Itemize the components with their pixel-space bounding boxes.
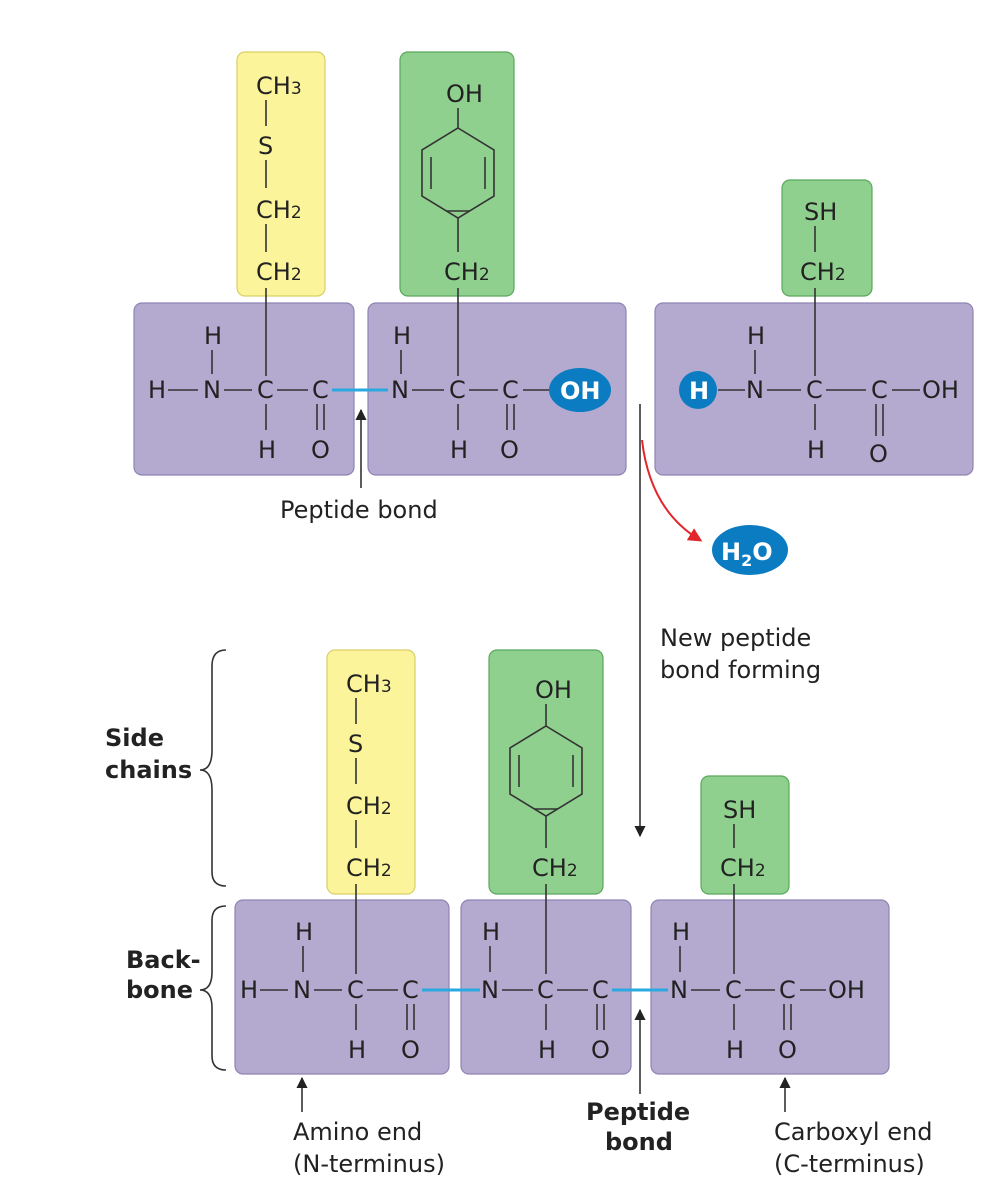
water-release-arrow <box>641 439 703 542</box>
bottom-cys-oh: OH <box>828 976 865 1004</box>
bottom-met-carbonyl-o: O <box>401 1036 420 1064</box>
top-met-ca-h: H <box>258 436 276 464</box>
carboxyl-end-label-line2: (C-terminus) <box>774 1150 925 1178</box>
bottom-methionine-side-chain-box <box>326 649 416 895</box>
bottom-peptide-bond-label-line2: bond <box>605 1128 673 1156</box>
bottom-backbone-cysteine <box>650 899 890 1075</box>
top-methionine-side-chain-box <box>236 51 326 297</box>
top-cys-ca-h: H <box>807 436 825 464</box>
top-peptide-bond-label: Peptide bond <box>280 496 438 524</box>
bottom-tyr-n: N <box>481 976 499 1004</box>
top-tyrosine-side-chain-box <box>399 51 515 297</box>
bottom-cys-ca: C <box>725 976 742 1004</box>
bottom-met-ca-h: H <box>348 1036 366 1064</box>
top-met-n: N <box>203 376 221 404</box>
bottom-met-ch2-a-subscript: 2 <box>381 799 392 819</box>
side-chains-label-line2: chains <box>105 756 192 784</box>
reaction: H2O New peptide bond forming <box>634 404 821 838</box>
water-highlight-text: H2O <box>721 538 773 570</box>
bottom-tyr-carbonyl-c: C <box>592 976 609 1004</box>
bottom-cys-sh: SH <box>723 796 756 824</box>
bottom-tyr-ch2-subscript: 2 <box>567 861 578 881</box>
new-peptide-bond-label-line1: New peptide <box>660 624 811 652</box>
bottom-cys-n-h: H <box>672 918 690 946</box>
top-cys-n: N <box>746 376 764 404</box>
bottom-met-n-h: H <box>295 918 313 946</box>
amino-end-label-line2: (N-terminus) <box>293 1150 445 1178</box>
water-h: H <box>721 538 741 566</box>
top-tyr-ca-h: H <box>450 436 468 464</box>
bottom-tyr-ca-h: H <box>538 1036 556 1064</box>
bottom-backbone-methionine <box>234 899 450 1075</box>
top-cysteine-side-chain-box <box>781 179 873 297</box>
top-tyr-carbonyl-c: C <box>502 376 519 404</box>
bottom-tyr-ca: C <box>537 976 554 1004</box>
top-tyr-n-h: H <box>393 322 411 350</box>
top-met-carbonyl-o: O <box>311 436 330 464</box>
bottom-cys-n: N <box>670 976 688 1004</box>
top-cys-oh: OH <box>922 376 959 404</box>
top-met-n-h: H <box>204 322 222 350</box>
top-oh-highlight-text: OH <box>560 377 601 405</box>
top-met-ch2-b-subscript: 2 <box>291 265 302 285</box>
top-backbone-cysteine <box>654 302 974 476</box>
bottom-cys-ca-h: H <box>726 1036 744 1064</box>
backbone-label-line2: bone <box>126 976 193 1004</box>
top-tyr-n: N <box>391 376 409 404</box>
top-tyr-ch2-subscript: 2 <box>479 265 490 285</box>
top-oh-highlight <box>549 368 611 412</box>
bottom-met-ca: C <box>347 976 364 1004</box>
water-subscript: 2 <box>741 551 752 570</box>
bottom-peptide-bond-label-line1: Peptide <box>586 1098 690 1126</box>
top-cys-ca: C <box>806 376 823 404</box>
bottom-met-ch3-subscript: 3 <box>381 677 392 697</box>
bottom-met-s: S <box>348 730 363 758</box>
backbone-label-line1: Back- <box>126 946 201 974</box>
top-met-ch3-subscript: 3 <box>291 79 302 99</box>
top-cys-n-h: H <box>747 322 765 350</box>
water-o: O <box>752 538 772 566</box>
bottom-cysteine-side-chain-box <box>700 775 790 895</box>
top-met-carbonyl-c: C <box>312 376 329 404</box>
top-tyr-carbonyl-o: O <box>500 436 519 464</box>
amino-end-label-line1: Amino end <box>293 1118 422 1146</box>
top-row: CH3 S CH2 CH2 OH CH2 SH CH2 H H N C H C <box>133 51 974 488</box>
top-met-s: S <box>258 132 273 160</box>
top-tyr-oh: OH <box>446 80 483 108</box>
top-cys-ch2-subscript: 2 <box>835 265 846 285</box>
bottom-cys-ch2-subscript: 2 <box>755 861 766 881</box>
bottom-cys-carbonyl-o: O <box>778 1036 797 1064</box>
side-chains-brace <box>199 649 227 887</box>
bottom-met-terminal-h: H <box>240 976 258 1004</box>
bottom-met-n: N <box>293 976 311 1004</box>
backbone-brace <box>199 905 227 1071</box>
top-h-highlight-text: H <box>689 377 709 405</box>
top-cys-sh: SH <box>804 198 837 226</box>
top-met-terminal-h: H <box>148 376 166 404</box>
bottom-met-carbonyl-c: C <box>402 976 419 1004</box>
side-chains-label-line1: Side <box>105 724 164 752</box>
top-met-ch2-a-subscript: 2 <box>291 203 302 223</box>
new-peptide-bond-label-line2: bond forming <box>660 656 821 684</box>
top-cys-carbonyl-c: C <box>871 376 888 404</box>
bottom-tyr-oh: OH <box>535 676 572 704</box>
top-h-highlight <box>679 371 717 409</box>
top-tyr-ca: C <box>449 376 466 404</box>
bottom-row: Side chains Back- bone CH3 S CH2 CH2 OH … <box>105 649 890 1112</box>
water-highlight <box>712 525 788 575</box>
bottom-tyr-n-h: H <box>482 918 500 946</box>
carboxyl-end-label-line1: Carboxyl end <box>774 1118 932 1146</box>
bottom-met-ch2-b-subscript: 2 <box>381 861 392 881</box>
bottom-tyr-carbonyl-o: O <box>591 1036 610 1064</box>
bottom-cys-carbonyl-c: C <box>779 976 796 1004</box>
top-cys-carbonyl-o: O <box>869 440 888 468</box>
top-met-ca: C <box>257 376 274 404</box>
